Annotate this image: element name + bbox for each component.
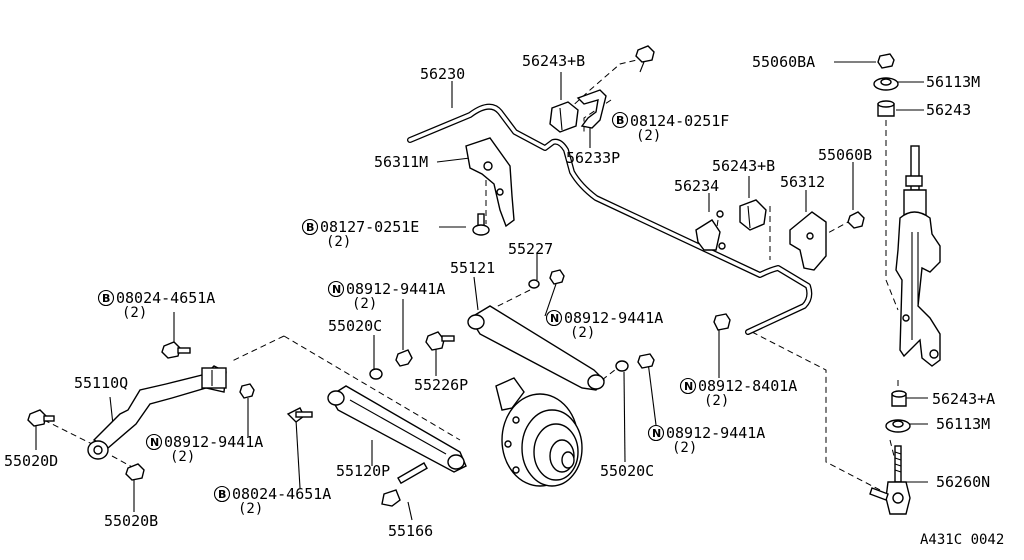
radius-rod-55110q — [87, 365, 227, 460]
label-55020c-left: 55020C — [328, 317, 382, 335]
label-56230: 56230 — [420, 65, 465, 83]
bolt-08124 — [635, 45, 655, 73]
label-55226p: 55226P — [414, 376, 468, 394]
qty-08024-top: (2) — [122, 305, 147, 321]
qty-08127: (2) — [326, 234, 351, 250]
marker-b-icon: B — [102, 292, 110, 305]
bushing-bracket-56233p — [576, 89, 607, 129]
marker-n-icon: N — [684, 380, 693, 393]
marker-n-icon: N — [652, 427, 661, 440]
marker-n-icon: N — [550, 312, 559, 325]
label-56311m: 56311M — [374, 153, 428, 171]
label-55120p: 55120P — [336, 462, 390, 480]
label-56233p: 56233P — [566, 149, 620, 167]
label-55166: 55166 — [388, 522, 433, 540]
label-08912-9441a-4: 08912-9441A — [666, 424, 765, 442]
label-08124: 08124-0251F — [630, 112, 729, 130]
callout-08024-bottom: B 08024-4651A (2) — [213, 485, 331, 517]
marker-b-icon: B — [616, 114, 624, 127]
label-56243-top: 56243 — [926, 101, 971, 119]
label-08912-9441a-2: 08912-9441A — [564, 309, 663, 327]
label-55121: 55121 — [450, 259, 495, 277]
label-55110q: 55110Q — [74, 374, 128, 392]
shock-absorber — [895, 145, 941, 367]
qty-08912-9441a-4: (2) — [672, 440, 697, 456]
label-55060b: 55060B — [818, 146, 872, 164]
qty-08912-9441a-2: (2) — [570, 325, 595, 341]
label-08127: 08127-0251E — [320, 218, 419, 236]
stabilizer-bar — [407, 103, 813, 335]
callout-08912-9441a-4: N 08912-9441A (2) — [647, 424, 765, 456]
label-55020c-right: 55020C — [600, 462, 654, 480]
diagram-code: A431C 0042 — [920, 532, 1004, 548]
callout-08912-8401a: N 08912-8401A (2) — [679, 377, 797, 409]
callout-08127: B 08127-0251E (2) — [301, 218, 419, 250]
stabilizer-bushing-mid — [739, 199, 767, 231]
stabilizer-bushing-top — [549, 101, 579, 133]
hardware — [27, 269, 731, 507]
callout-labels: 56230 56243+B B 08124-0251F (2) 56233P 5… — [4, 52, 1004, 548]
label-55060ba: 55060BA — [752, 53, 815, 71]
brake-drum-hub — [495, 377, 583, 487]
label-56312: 56312 — [780, 173, 825, 191]
lower-link-55120p — [327, 385, 467, 473]
label-55020b: 55020B — [104, 512, 158, 530]
marker-b-icon: B — [218, 488, 226, 501]
label-56113m-bottom: 56113M — [936, 415, 990, 433]
callout-08912-9441a-3: N 08912-9441A (2) — [145, 433, 263, 465]
stabilizer-clamp-56234 — [695, 210, 726, 251]
label-08024-top: 08024-4651A — [116, 289, 215, 307]
marker-b-icon: B — [306, 221, 314, 234]
bolt-08127 — [472, 213, 490, 236]
upper-link-55121 — [467, 305, 605, 391]
label-56243b-top: 56243+B — [522, 52, 585, 70]
label-08912-8401a: 08912-8401A — [698, 377, 797, 395]
stabilizer-bracket-56312 — [789, 211, 827, 271]
label-56234: 56234 — [674, 177, 719, 195]
qty-08912-9441a-1: (2) — [352, 296, 377, 312]
washer-56113m-bottom — [885, 419, 911, 433]
callout-08124: B 08124-0251F (2) — [611, 111, 729, 144]
label-56243a: 56243+A — [932, 390, 995, 408]
qty-08912-8401a: (2) — [704, 393, 729, 409]
label-55020d: 55020D — [4, 452, 58, 470]
stud-56260n — [869, 445, 911, 515]
washer-56113m-top — [873, 77, 899, 91]
callout-08024-top: B 08024-4651A (2) — [97, 289, 215, 321]
label-08912-9441a-3: 08912-9441A — [164, 433, 263, 451]
marker-n-icon: N — [150, 436, 159, 449]
label-08024-bottom: 08024-4651A — [232, 485, 331, 503]
qty-08124: (2) — [636, 128, 661, 144]
label-56243b-mid: 56243+B — [712, 157, 775, 175]
qty-08912-9441a-3: (2) — [170, 449, 195, 465]
bushing-56243-top — [877, 100, 895, 117]
qty-08024-bottom: (2) — [238, 501, 263, 517]
label-08912-9441a-1: 08912-9441A — [346, 280, 445, 298]
label-56113m-top: 56113M — [926, 73, 980, 91]
callout-08912-9441a-1: N 08912-9441A (2) — [327, 280, 445, 312]
bushing-56243a — [891, 390, 907, 407]
marker-n-icon: N — [332, 283, 341, 296]
label-56260n: 56260N — [936, 473, 990, 491]
nut-55060b — [847, 211, 865, 229]
leader-lines — [35, 57, 928, 521]
callout-08912-9441a-2: N 08912-9441A (2) — [545, 309, 663, 341]
stabilizer-bracket-56311m — [465, 137, 515, 228]
label-55227: 55227 — [508, 240, 553, 258]
nut-55060ba — [877, 53, 895, 69]
